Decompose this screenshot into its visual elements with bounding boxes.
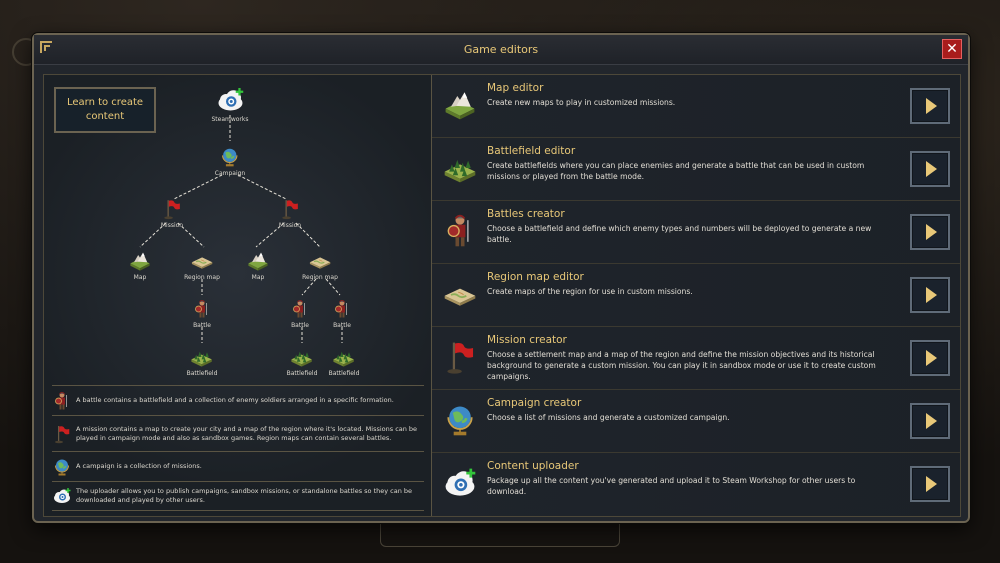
battlefield-editor-play-button[interactable] [910, 151, 950, 187]
play-icon [926, 350, 937, 366]
editor-row-region-map-editor: Region map editor Create maps of the reg… [432, 264, 960, 327]
forest-tile-icon [189, 345, 215, 369]
play-icon [926, 413, 937, 429]
flag-icon [52, 424, 72, 444]
tree-node-battle-1: Battle [192, 297, 212, 329]
forest-tile-icon [289, 345, 315, 369]
forest-tile-icon [331, 345, 357, 369]
battles-creator-play-button[interactable] [910, 214, 950, 250]
tree-node-region-map-2: Region map [302, 249, 338, 281]
play-icon [926, 161, 937, 177]
map-tile-icon [442, 87, 478, 123]
play-icon [926, 224, 937, 240]
editor-row-battlefield-editor: Battlefield editor Create battlefields w… [432, 138, 960, 201]
editor-row-battles-creator: Battles creator Choose a battlefield and… [432, 201, 960, 264]
editor-row-content-uploader: Content uploader Package up all the cont… [432, 453, 960, 516]
legend-item-mission: A mission contains a map to create your … [52, 415, 424, 451]
globe-icon [219, 145, 241, 169]
tree-node-battlefield-1: Battlefield [187, 345, 217, 377]
content-tree-panel: Learn to create content [44, 75, 432, 516]
play-icon [926, 287, 937, 303]
soldier-icon [332, 297, 352, 321]
legend: A battle contains a battlefield and a co… [52, 385, 424, 511]
tree-node-battlefield-3: Battlefield [329, 345, 359, 377]
campaign-creator-play-button[interactable] [910, 403, 950, 439]
mission-creator-play-button[interactable] [910, 340, 950, 376]
content-uploader-play-button[interactable] [910, 466, 950, 502]
soldier-icon [290, 297, 310, 321]
tree-node-map-2: Map [245, 249, 271, 281]
close-button[interactable]: ✕ [942, 39, 962, 59]
tree-node-steamworks: Steamworks [211, 85, 249, 123]
tree-node-battle-3: Battle [332, 297, 352, 329]
flag-icon [442, 339, 478, 375]
soldier-icon [442, 213, 478, 249]
flag-icon [279, 197, 301, 221]
editor-row-map-editor: Map editor Create new maps to play in cu… [432, 75, 960, 138]
tree-node-mission-2: Mission [279, 197, 301, 229]
globe-icon [442, 402, 478, 438]
window-title: Game editors [463, 43, 539, 56]
play-icon [926, 98, 937, 114]
content-area: Learn to create content [43, 74, 961, 517]
legend-item-uploader: The uploader allows you to publish campa… [52, 481, 424, 511]
tree-node-region-map-1: Region map [184, 249, 220, 281]
tree-node-map-1: Map [127, 249, 153, 281]
editor-row-campaign-creator: Campaign creator Choose a list of missio… [432, 390, 960, 453]
soldier-icon [192, 297, 212, 321]
globe-icon [52, 457, 72, 477]
tree-node-mission-1: Mission [161, 197, 183, 229]
map-tile-icon [127, 249, 153, 273]
region-map-icon [189, 249, 215, 273]
tree-node-battlefield-2: Battlefield [287, 345, 317, 377]
play-icon [926, 476, 937, 492]
region-map-icon [442, 276, 478, 312]
editors-list: Map editor Create new maps to play in cu… [432, 75, 960, 516]
learn-to-create-content-button[interactable]: Learn to create content [54, 87, 156, 133]
steam-cloud-icon [212, 85, 248, 115]
tree-node-battle-2: Battle [290, 297, 310, 329]
map-tile-icon [245, 249, 271, 273]
map-editor-play-button[interactable] [910, 88, 950, 124]
region-map-editor-play-button[interactable] [910, 277, 950, 313]
game-editors-window: Game editors ✕ Learn to create content [32, 33, 970, 523]
legend-item-campaign: A campaign is a collection of missions. [52, 451, 424, 481]
cloud-upload-icon [52, 486, 72, 506]
tree-connectors [139, 115, 343, 343]
cloud-upload-icon [442, 465, 478, 501]
flag-icon [161, 197, 183, 221]
legend-item-battle: A battle contains a battlefield and a co… [52, 385, 424, 415]
tree-node-campaign: Campaign [215, 145, 245, 177]
corner-ornament-icon [40, 41, 52, 53]
editor-row-mission-creator: Mission creator Choose a settlement map … [432, 327, 960, 390]
region-map-icon [307, 249, 333, 273]
title-bar: Game editors ✕ [34, 35, 968, 65]
forest-tile-icon [442, 150, 478, 186]
background-panel-stub [380, 520, 620, 547]
soldier-icon [52, 391, 72, 411]
